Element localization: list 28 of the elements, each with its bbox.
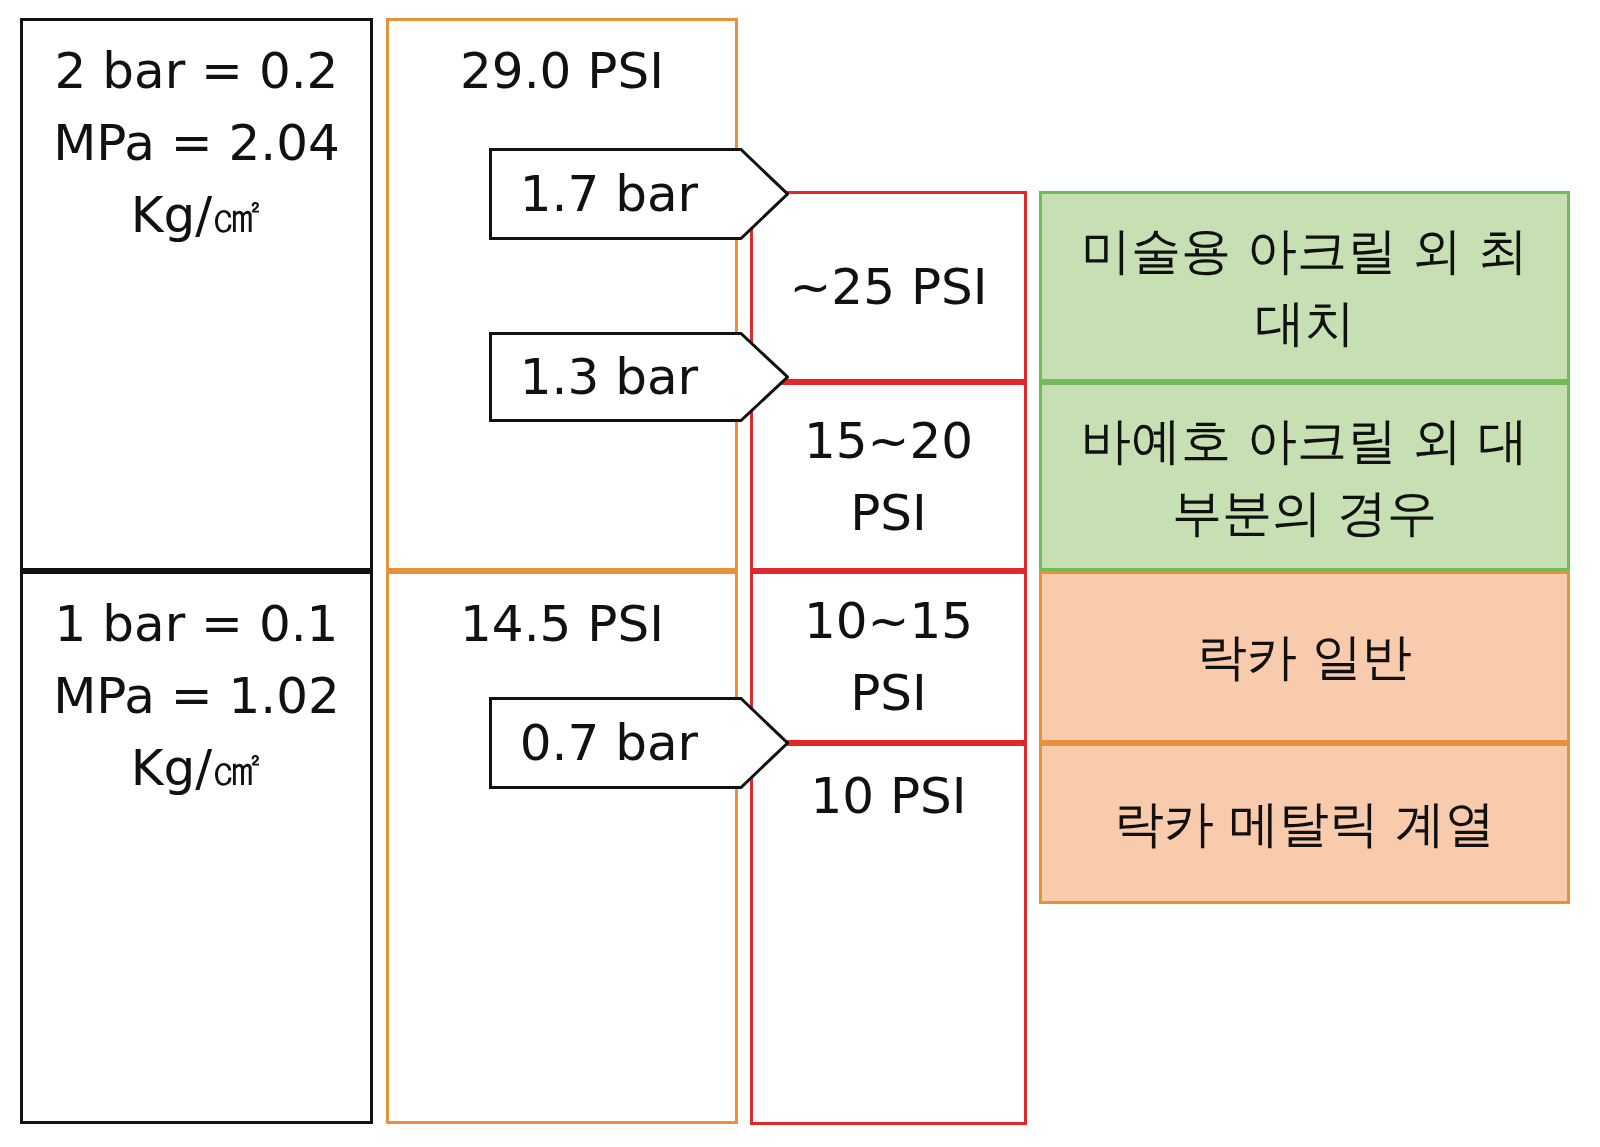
arrow-tag bbox=[489, 148, 789, 240]
range-cell bbox=[750, 571, 1027, 743]
cell-text: 14.5 PSI bbox=[460, 594, 664, 655]
usage-cell bbox=[1039, 191, 1570, 382]
pressure-label: 0.7 bar bbox=[519, 713, 699, 774]
range-cell bbox=[750, 382, 1027, 571]
arrow-tag bbox=[489, 697, 789, 789]
range-cell bbox=[750, 743, 1027, 1125]
cell-text: 락카 일반 bbox=[1196, 627, 1413, 688]
cell-text: 29.0 PSI bbox=[460, 41, 664, 102]
cell-text: 미술용 아크릴 외 최대치 bbox=[1079, 220, 1530, 354]
cell-text: 1 bar = 0.1 MPa = 1.02 Kg/㎠ bbox=[52, 594, 341, 799]
cell-text: 2 bar = 0.2 MPa = 2.04 Kg/㎠ bbox=[52, 41, 341, 246]
cell-text: 15~20 PSI bbox=[802, 410, 975, 544]
pressure-label: 1.3 bar bbox=[519, 347, 699, 408]
cell-text: 바예호 아크릴 외 대부분의 경우 bbox=[1079, 410, 1530, 544]
cell-text: 10 PSI bbox=[810, 766, 967, 827]
conversion-cell bbox=[20, 571, 373, 1124]
range-cell bbox=[750, 191, 1027, 382]
usage-cell bbox=[1039, 571, 1570, 743]
usage-cell bbox=[1039, 743, 1570, 904]
pressure-label: 1.7 bar bbox=[519, 164, 699, 225]
cell-text: 10~15 PSI bbox=[802, 591, 975, 724]
usage-cell bbox=[1039, 382, 1570, 571]
arrow-tag bbox=[489, 332, 789, 422]
conversion-cell bbox=[20, 18, 373, 571]
cell-text: ~25 PSI bbox=[789, 256, 988, 318]
cell-text: 락카 메탈릭 계열 bbox=[1113, 793, 1496, 855]
